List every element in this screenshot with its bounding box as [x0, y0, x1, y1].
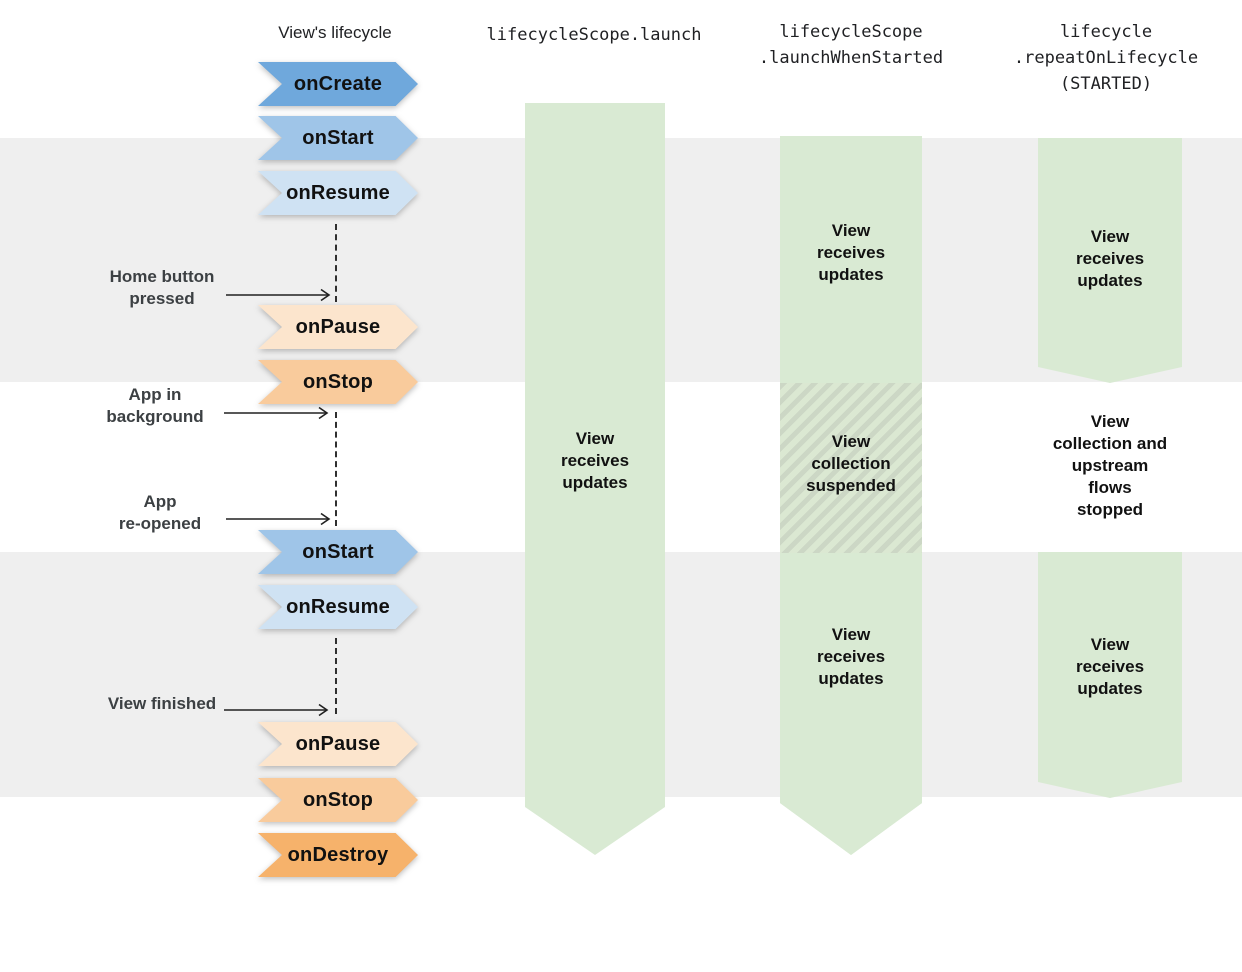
lifecycle-event-label: onStop [302, 370, 374, 393]
launch-band-text: View receives updates [560, 429, 630, 492]
annotation-view-finished: View finished [107, 694, 217, 713]
lifecycle-chevron-onstart-2: onStart [258, 530, 418, 574]
launch-when-started-middle-text: View collection suspended [806, 432, 896, 495]
annotation-app-re-opened: App re-opened [118, 492, 202, 533]
annotation-arrow-3 [226, 512, 331, 526]
repeat-on-lifecycle-bottom-text: View receives updates [1075, 635, 1145, 698]
launch-when-started-band [780, 136, 922, 855]
repeat-on-lifecycle-band-top [1038, 138, 1182, 383]
lifecycle-chevron-onresume-1: onResume [258, 171, 418, 215]
launch-when-started-bottom-text: View receives updates [816, 625, 886, 688]
lifecycle-event-label: onPause [295, 732, 381, 755]
lifecycle-chevron-onstart-1: onStart [258, 116, 418, 160]
launch-band [525, 103, 665, 855]
lifecycle-event-label: onResume [286, 595, 390, 618]
annotation-arrow-2 [224, 406, 329, 420]
lifecycle-chevron-onpause-2: onPause [258, 722, 418, 766]
repeat-on-lifecycle-gap-text: View collection and upstream flows stopp… [1052, 412, 1168, 519]
launch-column-header: lifecycleScope.launch [486, 25, 702, 45]
repeat-on-lifecycle-column-header: lifecycle .repeatOnLifecycle (STARTED) [1013, 22, 1199, 94]
launch-when-started-active-bottom [780, 553, 922, 855]
lifecycle-event-label: onStart [302, 540, 374, 563]
lifecycle-chevron-onstop-1: onStop [258, 360, 418, 404]
lifecycle-event-label: onResume [286, 181, 390, 204]
lifecycle-chevron-oncreate: onCreate [258, 62, 418, 106]
lifecycle-dashed-connector-1 [335, 224, 337, 302]
lifecycle-event-label: onCreate [293, 72, 383, 95]
lifecycle-event-label: onStop [302, 788, 374, 811]
annotation-home-button-pressed: Home button pressed [109, 267, 215, 308]
lifecycle-chevron-onresume-2: onResume [258, 585, 418, 629]
launch-when-started-active-top [780, 136, 922, 383]
lifecycle-event-label: onPause [295, 315, 381, 338]
annotation-app-in-background: App in background [106, 385, 204, 426]
lifecycle-event-label: onStart [302, 126, 374, 149]
lifecycle-chevron-onpause-1: onPause [258, 305, 418, 349]
launch-when-started-column-header: lifecycleScope .launchWhenStarted [758, 22, 944, 68]
lifecycle-dashed-connector-2 [335, 412, 337, 526]
lifecycle-event-label: onDestroy [287, 843, 389, 866]
lifecycle-chevron-ondestroy: onDestroy [258, 833, 418, 877]
repeat-on-lifecycle-band-bottom [1038, 552, 1182, 798]
launch-when-started-suspended-hatch [780, 383, 922, 553]
lifecycle-column-header: View's lifecycle [278, 23, 392, 42]
annotation-arrow-4 [224, 703, 329, 717]
launch-when-started-top-text: View receives updates [816, 221, 886, 284]
lifecycle-dashed-connector-3 [335, 638, 337, 714]
lifecycle-chevron-onstop-2: onStop [258, 778, 418, 822]
annotation-arrow-1 [226, 288, 331, 302]
repeat-on-lifecycle-top-text: View receives updates [1075, 227, 1145, 290]
